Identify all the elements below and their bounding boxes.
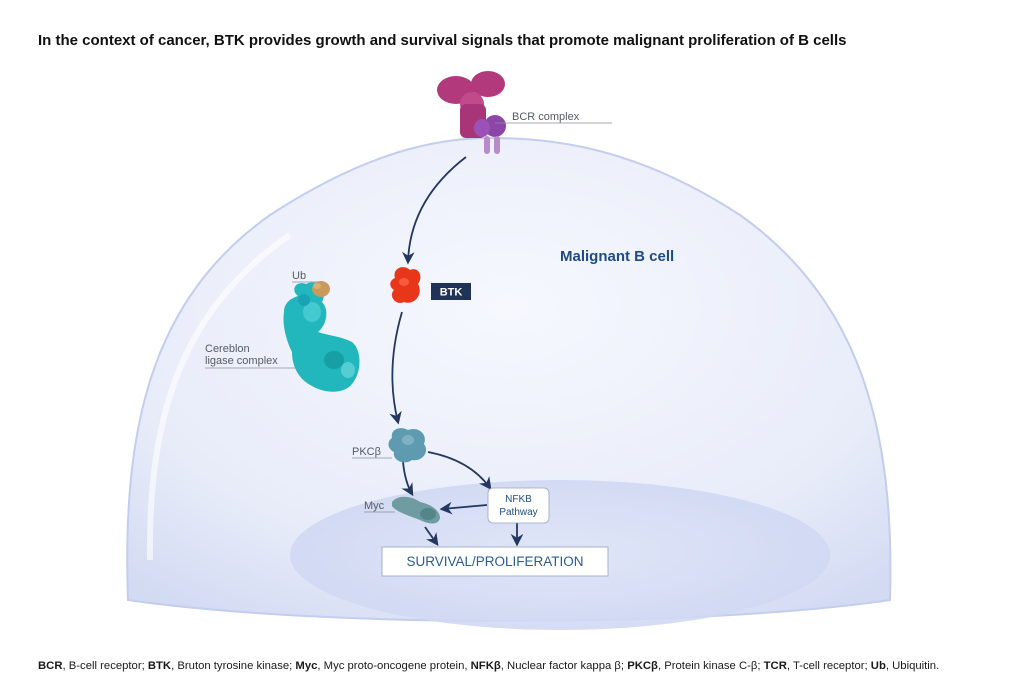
nfkb-label-line2: Pathway <box>499 507 537 518</box>
arrow-pkcb-to-nfkb <box>427 451 492 491</box>
survival-proliferation-box <box>381 546 609 577</box>
abbr-term: TCR <box>763 660 787 672</box>
cell-inner-highlight <box>146 232 292 561</box>
signaling-diagram: BCR complex Malignant B cell BTK Ub Cere… <box>126 71 892 630</box>
abbr-definition: , Ubiquitin. <box>885 660 940 672</box>
abbr-term: BCR <box>38 660 63 672</box>
btk-label: BTK <box>440 287 463 299</box>
abbr-definition: , Protein kinase C-β; <box>657 660 764 672</box>
abbr-definition: , B-cell receptor; <box>62 660 148 672</box>
myc-label: Myc <box>364 500 385 512</box>
abbreviations-footnote: BCR, B-cell receptor; BTK, Bruton tyrosi… <box>38 660 939 672</box>
bcr-complex-label: BCR complex <box>512 111 580 123</box>
figure-title: In the context of cancer, BTK provides g… <box>38 32 847 49</box>
btk-label-box <box>431 283 471 300</box>
arrow-pkcb-to-myc <box>401 461 414 497</box>
survival-proliferation-label: SURVIVAL/PROLIFERATION <box>406 554 583 569</box>
abbr-term: NFKβ <box>470 660 501 672</box>
myc-protein-icon <box>392 496 440 524</box>
abbr-definition: , Myc proto-oncogene protein, <box>317 660 471 672</box>
arrow-myc-to-survival <box>424 526 439 547</box>
ubiquitin-icon <box>312 281 330 297</box>
arrow-bcr-to-btk <box>402 156 467 265</box>
btk-protein-icon <box>390 267 421 303</box>
cereblon-ligase-complex-icon <box>283 282 360 392</box>
arrow-btk-to-pkcb <box>389 311 403 425</box>
arrow-nfkb-to-myc <box>439 501 488 515</box>
abbr-definition: , T-cell receptor; <box>786 660 871 672</box>
abbr-definition: , Nuclear factor kappa β; <box>500 660 628 672</box>
pkcb-protein-icon <box>388 428 427 463</box>
abbr-term: BTK <box>147 660 172 672</box>
malignant-b-cell-label: Malignant B cell <box>560 248 674 265</box>
abbr-term: Ub <box>870 660 886 672</box>
cereblon-label-line2: ligase complex <box>205 355 278 367</box>
nfkb-label-line1: NFKB <box>505 494 532 505</box>
abbr-term: Myc <box>295 660 318 672</box>
abbr-definition: , Bruton tyrosine kinase; <box>171 660 296 672</box>
abbr-term: PKCβ <box>627 660 658 672</box>
bcr-complex-icon <box>437 71 506 154</box>
ub-label: Ub <box>292 270 306 282</box>
nfkb-pathway-box <box>487 487 550 524</box>
pkcb-label: PKCβ <box>352 446 381 458</box>
cereblon-label-line1: Cereblon <box>205 343 250 355</box>
